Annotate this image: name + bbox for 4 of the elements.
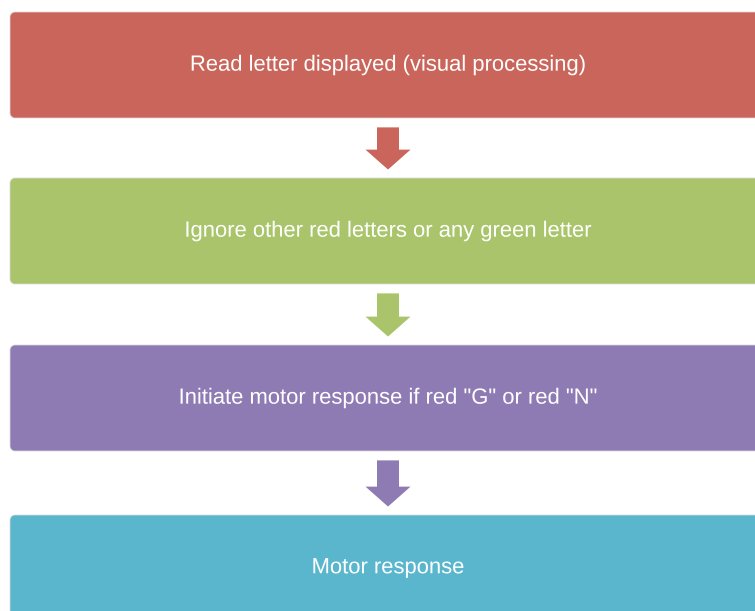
process-box: Initiate motor response if red "G" or red "N": [10, 344, 755, 452]
process-box: Motor response: [10, 514, 755, 611]
process-box: Ignore other red letters or any green letter: [10, 178, 755, 284]
process-box: Read letter displayed (visual processing): [10, 12, 755, 118]
